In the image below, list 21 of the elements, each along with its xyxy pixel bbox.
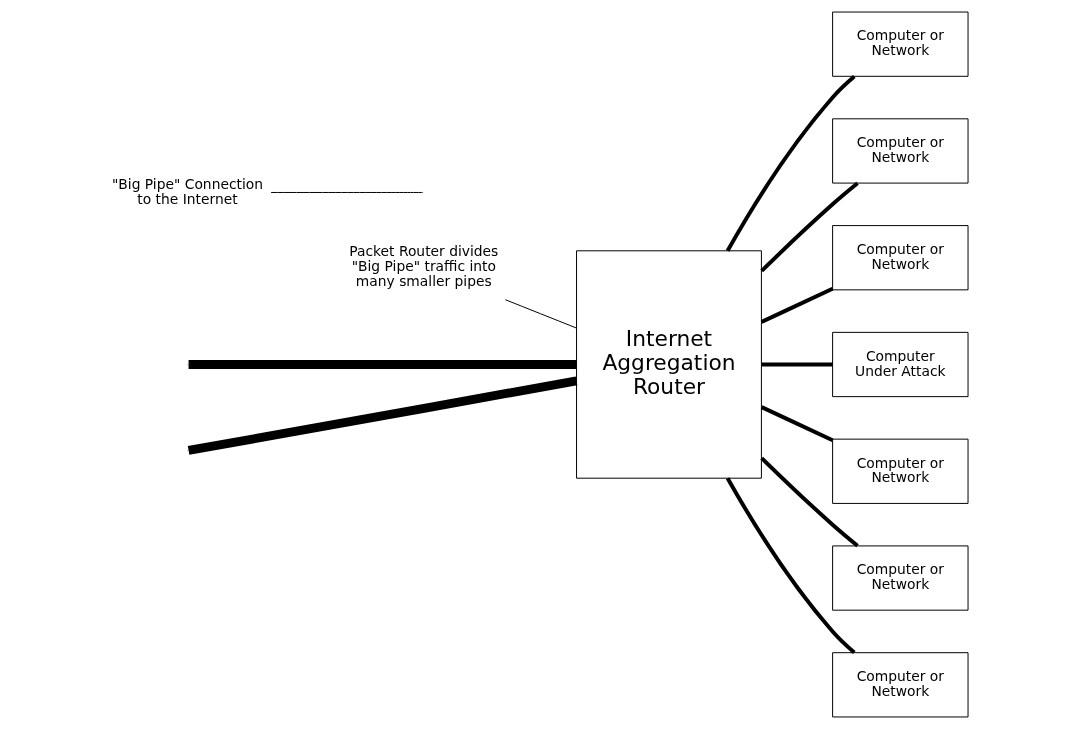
connector (725, 477, 856, 654)
node-text: Packet Router divides "Big Pipe" traffic into many smaller pipes (349, 243, 499, 290)
connector (760, 181, 859, 273)
connector (761, 362, 833, 367)
node-box: Computer Under Attack (832, 331, 969, 398)
connector (760, 287, 834, 324)
node-box: Computer or Network (832, 438, 969, 504)
node-box: Computer or Network (832, 545, 969, 611)
connector (504, 299, 577, 329)
connector (187, 376, 578, 455)
node-box: Computer or Network (832, 118, 969, 184)
node-box: Computer or Network (832, 11, 969, 77)
connector (188, 360, 577, 369)
connector (760, 456, 859, 548)
node-text: "Big Pipe" Connection to the Internet (111, 175, 264, 207)
connector (725, 75, 856, 252)
node-box: Computer or Network (832, 652, 969, 718)
connector (760, 405, 834, 442)
node-box: Computer or Network (832, 225, 969, 291)
node-box: Internet Aggregation Router (576, 250, 762, 479)
connector (270, 191, 424, 193)
